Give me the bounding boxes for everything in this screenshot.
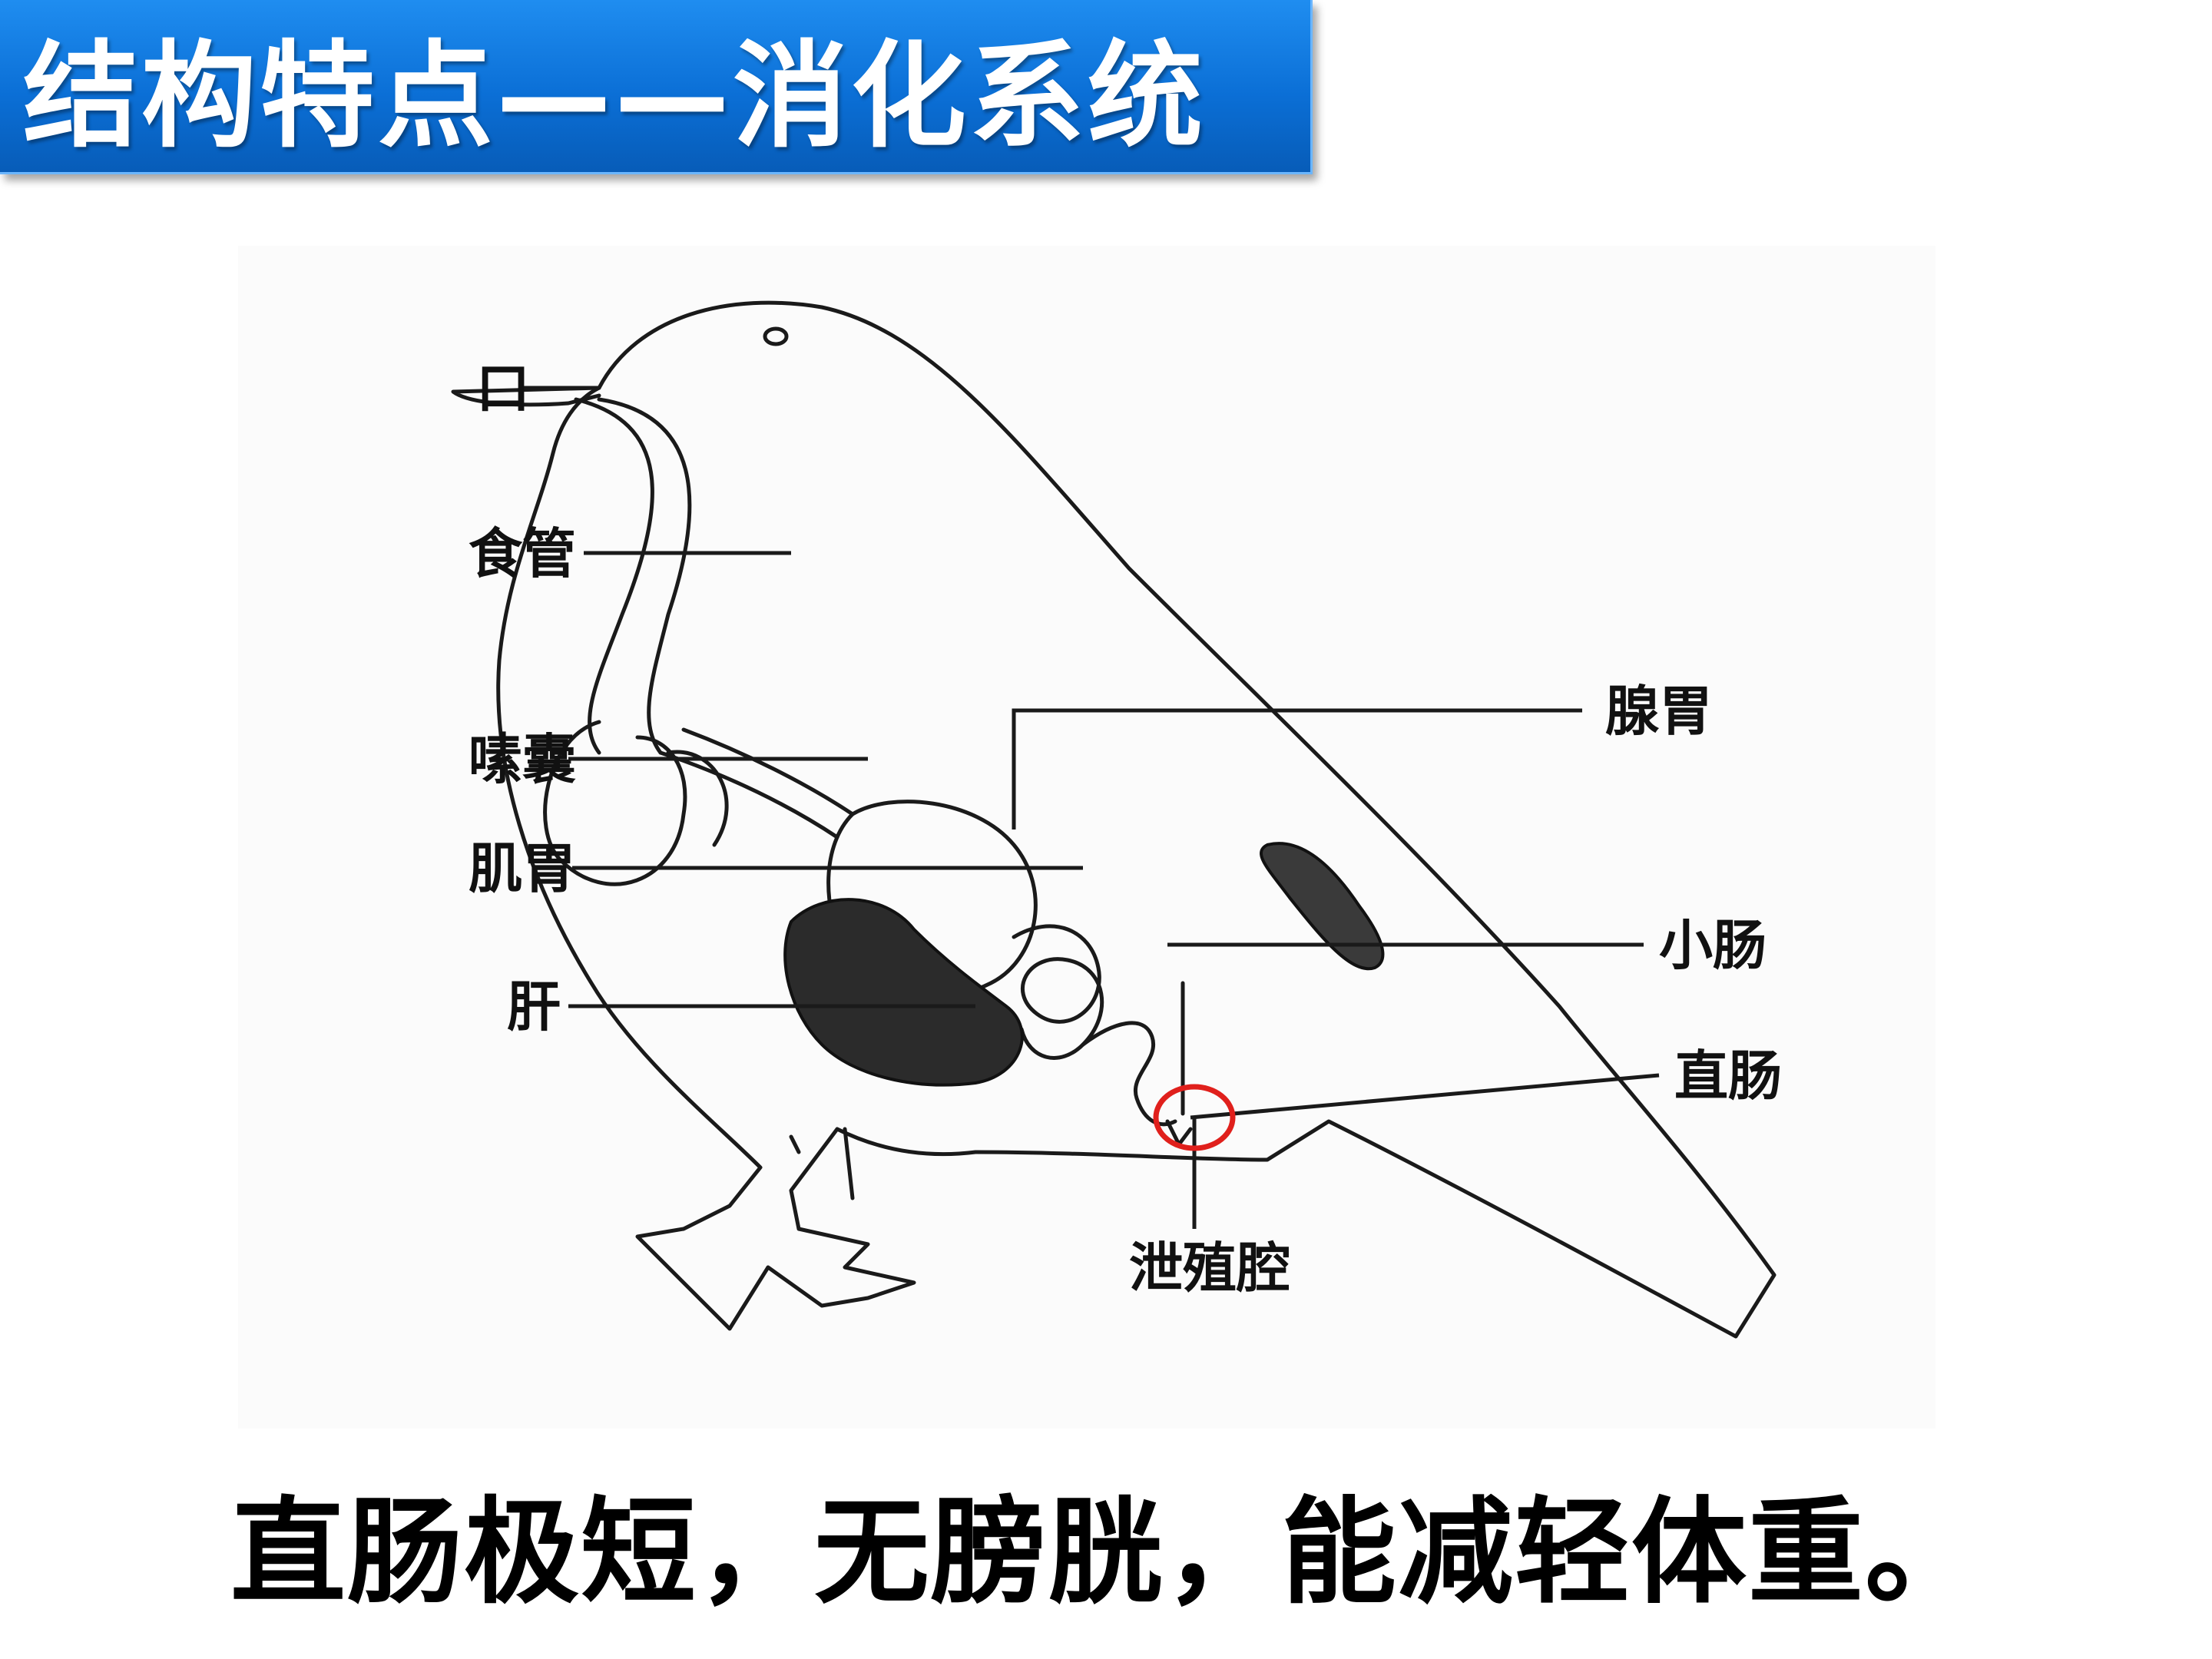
liver-shape	[785, 899, 1022, 1084]
label-gizzard: 肌胃	[469, 837, 576, 900]
label-mouth: 口	[476, 357, 530, 420]
pancreas-shape	[1261, 843, 1382, 969]
label-liver: 肝	[507, 975, 561, 1038]
label-crop: 嗉囊	[469, 728, 576, 791]
leader-proventriculus	[1014, 710, 1582, 830]
label-proventriculus: 腺胃	[1605, 680, 1713, 743]
esophagus-outline	[576, 399, 652, 753]
label-small-intestine: 小肠	[1659, 914, 1767, 977]
eye-outline	[765, 329, 786, 344]
label-esophagus: 食管	[469, 522, 576, 585]
bird-digestive-diagram: 口 食管 嗉囊 肌胃 肝 腺胃 小肠 直肠 泄殖腔	[238, 246, 1936, 1429]
slide-caption: 直肠极短，无膀胱，能减轻体重。	[0, 1459, 2212, 1626]
slide-title: 结构特点——消化系统	[23, 3, 1206, 170]
label-cloaca: 泄殖腔	[1129, 1237, 1290, 1300]
title-banner: 结构特点——消化系统	[0, 0, 1313, 174]
leader-rectum	[1190, 1075, 1659, 1118]
bird-outline	[498, 303, 1774, 1336]
label-rectum: 直肠	[1674, 1045, 1782, 1108]
